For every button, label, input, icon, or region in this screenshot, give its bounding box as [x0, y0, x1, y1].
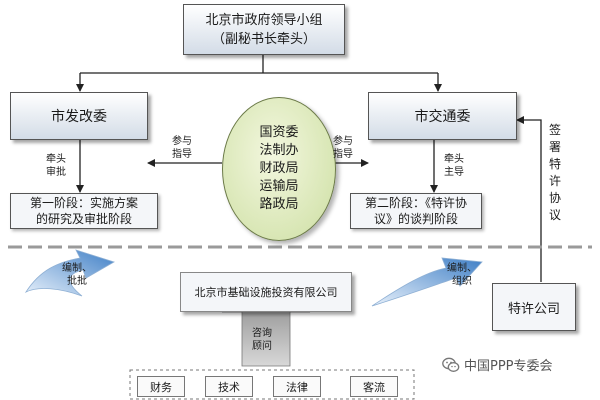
category-technology: 技术	[205, 376, 253, 397]
wechat-icon	[442, 357, 460, 372]
right-commission-box: 市交通委	[368, 92, 517, 140]
infrastructure-company-box: 北京市基础设施投资有限公司	[180, 272, 352, 312]
phase1-line2: 的研究及审批阶段	[35, 212, 132, 226]
phase1-line1: 第一阶段：实施方案	[29, 196, 138, 210]
phase2-line2: 议》的谈判阶段	[373, 212, 458, 226]
lead-host-label: 牵头 主导	[444, 154, 464, 178]
agency-item: 国资委	[259, 125, 299, 140]
compile-approve-label: 编制、 批批	[62, 263, 92, 287]
concession-company-label: 特许公司	[507, 301, 560, 317]
guide-left-label: 参与 指导	[172, 136, 192, 160]
leadership-group-title: 北京市政府领导小组	[205, 12, 323, 28]
sign-agreement-label: 签 署 特 许 协 议	[549, 123, 562, 222]
arrow-sign-agreement	[516, 116, 542, 282]
compile-organize-label: 编制、 组织	[447, 263, 477, 287]
concession-company-box: 特许公司	[492, 283, 576, 331]
left-commission-label: 市发改委	[51, 109, 107, 125]
phase2-box: 第二阶段：《特许协 议》的谈判阶段	[350, 193, 482, 229]
category-finance: 财务	[137, 376, 185, 397]
left-commission-box: 市发改委	[10, 92, 148, 140]
agency-item: 财政局	[259, 161, 299, 176]
right-commission-label: 市交通委	[414, 109, 471, 125]
agency-item: 法制办	[259, 143, 299, 158]
phase2-line1: 第二阶段：《特许协	[364, 196, 467, 210]
lead-approve-label: 牵头 审批	[46, 154, 66, 178]
curved-arrow-right	[371, 257, 483, 307]
guide-right-label: 参与 指导	[333, 136, 353, 160]
agency-item: 路政局	[259, 197, 299, 212]
infrastructure-company-label: 北京市基础设施投资有限公司	[194, 286, 338, 299]
curved-arrow-left	[24, 249, 115, 297]
leadership-group-subtitle: （副秘书长牵头）	[211, 31, 316, 47]
consult-label: 咨询 顾问	[252, 328, 272, 352]
watermark-text: 中国PPP专委会	[464, 359, 553, 374]
agencies-list: 国资委 法制办 财政局 运输局 路政局	[259, 124, 298, 214]
leadership-group-box: 北京市政府领导小组 （副秘书长牵头）	[183, 4, 345, 55]
agencies-ellipse: 国资委 法制办 财政局 运输局 路政局	[222, 97, 336, 241]
agency-item: 运输局	[259, 179, 299, 194]
category-law: 法律	[273, 376, 321, 397]
category-passenger-flow: 客流	[350, 376, 398, 397]
watermark: 中国PPP专委会	[442, 355, 553, 374]
phase1-box: 第一阶段：实施方案 的研究及审批阶段	[10, 193, 158, 229]
